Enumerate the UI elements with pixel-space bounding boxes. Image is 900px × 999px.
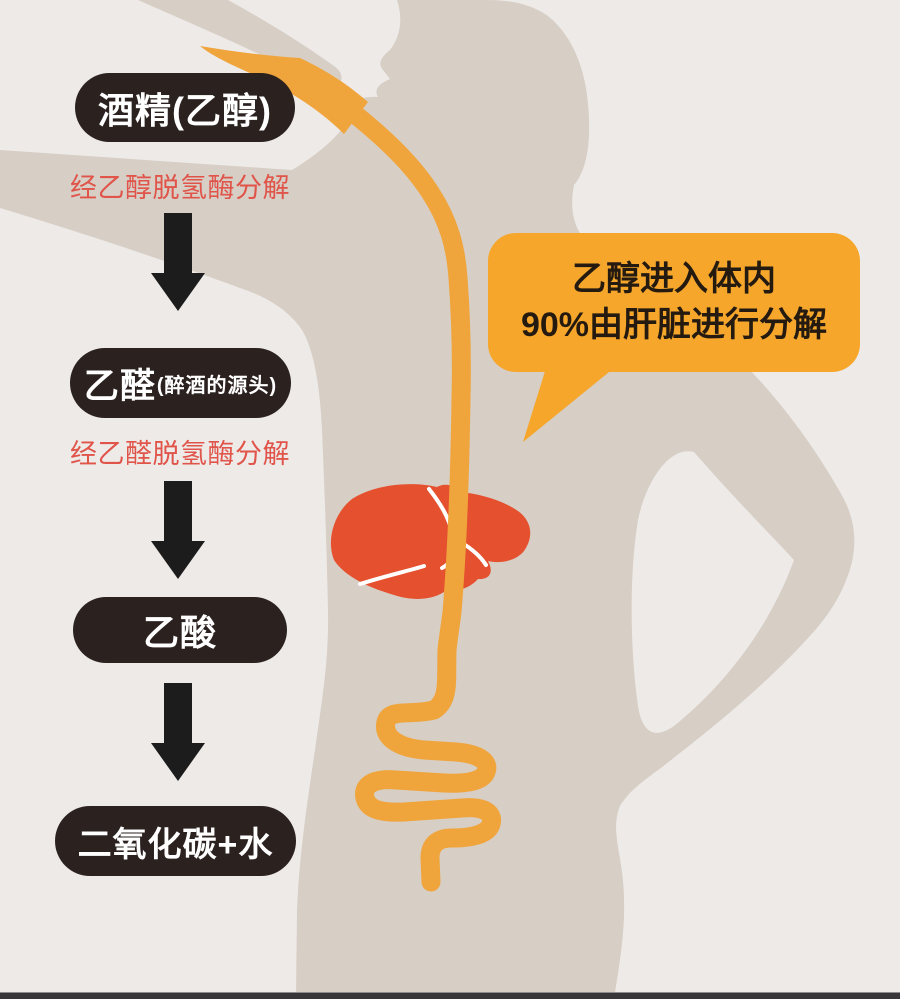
speech-bubble-tail (523, 368, 614, 442)
callout-line-2: 90%由肝脏进行分解 (520, 305, 828, 344)
esophagus-intestine-tube (342, 102, 502, 892)
flow-step-label: 乙醛 (83, 366, 156, 406)
arm-torso-gap (631, 451, 794, 733)
flow-step-acetic-acid: 乙酸 (73, 597, 287, 663)
down-arrow-icon (151, 683, 205, 781)
flow-step-label: 二氧化碳+水 (77, 825, 274, 864)
enzyme-label-aldh: 经乙醛脱氢酶分解 (70, 439, 290, 469)
liver-callout-bubble: 乙醇进入体内 90%由肝脏进行分解 (488, 233, 860, 372)
flow-step-label: 酒精(乙醇) (98, 89, 272, 131)
flow-step-label: 乙酸 (142, 612, 217, 653)
flow-step-acetaldehyde: 乙醛(醉酒的源头) (70, 348, 291, 418)
flow-step-co2-water: 二氧化碳+水 (55, 806, 296, 876)
flow-step-alcohol: 酒精(乙醇) (75, 73, 295, 142)
callout-line-1: 乙醇进入体内 (572, 259, 776, 298)
bottom-bar (0, 992, 900, 999)
down-arrow-icon (151, 481, 205, 579)
drink-stream (200, 46, 368, 134)
liver-icon (330, 484, 531, 599)
enzyme-label-adh: 经乙醇脱氢酶分解 (70, 173, 290, 203)
down-arrow-icon (151, 213, 205, 311)
flow-step-note: (醉酒的源头) (156, 374, 278, 397)
